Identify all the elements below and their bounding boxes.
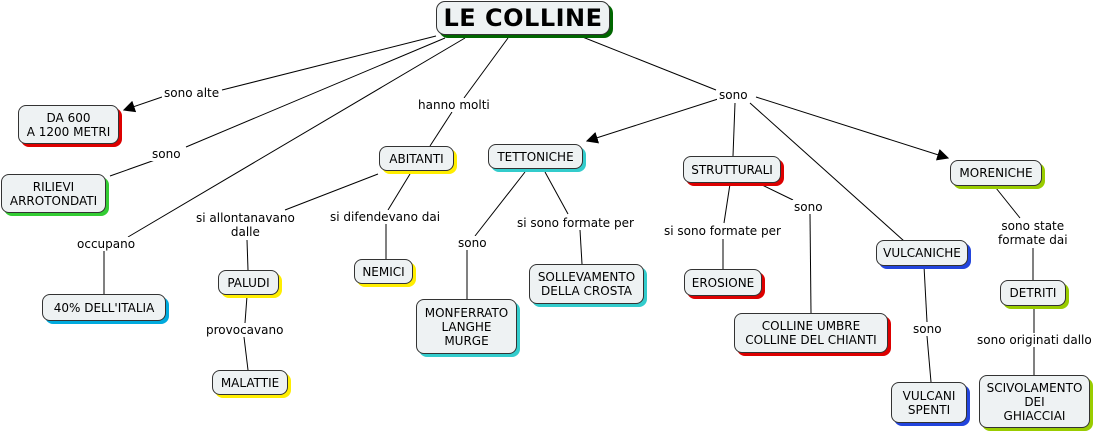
- line-provocavano-malattie: [243, 336, 249, 371]
- line-abitanti-difendevano: [387, 173, 411, 211]
- label-si-allontanavano: si allontanavano dalle: [194, 211, 297, 239]
- line-sonoalte-da600: [122, 96, 163, 113]
- label-sono-alte: sono alte: [162, 86, 222, 100]
- label-sono-1: sono: [150, 147, 183, 161]
- label-sono-strutturali: sono: [792, 200, 825, 214]
- node-sollevamento[interactable]: SOLLEVAMENTO DELLA CROSTA: [529, 264, 644, 304]
- label-hanno-molti: hanno molti: [416, 98, 492, 112]
- label-formate-per-2: si sono formate per: [662, 224, 783, 238]
- line-vulcaniche-sono: [923, 265, 928, 323]
- line-sono-spenti: [926, 335, 932, 383]
- node-malattie[interactable]: MALATTIE: [212, 370, 288, 395]
- label-state-formate: sono state formate dai: [996, 219, 1070, 247]
- line-root-hanno: [463, 37, 509, 99]
- label-sono-main: sono: [717, 88, 750, 102]
- node-strutturali[interactable]: STRUTTURALI: [683, 156, 781, 183]
- line-hanno-abitanti: [429, 111, 453, 147]
- node-da600[interactable]: DA 600 A 1200 METRI: [18, 105, 119, 144]
- label-occupano: occupano: [75, 237, 138, 251]
- line-sonomain-vulcaniche: [749, 102, 905, 242]
- node-le-colline[interactable]: LE COLLINE: [436, 1, 610, 35]
- line-sonomain-moreniche: [755, 96, 950, 161]
- node-paludi[interactable]: PALUDI: [218, 270, 279, 295]
- node-vulcaniche[interactable]: VULCANICHE: [876, 240, 968, 266]
- node-monferrato[interactable]: MONFERRATO LANGHE MURGE: [416, 299, 517, 354]
- line-formate-sollevamento: [579, 229, 583, 265]
- label-sono-tettoniche: sono: [456, 236, 489, 250]
- line-paludi-provocavano: [244, 295, 248, 324]
- line-root-sonoalte: [221, 35, 437, 91]
- line-root-sono1: [185, 37, 446, 148]
- line-strutturali-formate: [723, 183, 731, 224]
- label-sono-vulcaniche: sono: [911, 322, 944, 336]
- node-italia[interactable]: 40% DELL'ITALIA: [42, 294, 166, 321]
- label-originati: sono originati dallo: [975, 333, 1094, 347]
- line-abitanti-allontanavano: [284, 173, 379, 211]
- line-root-sonomain: [579, 35, 717, 91]
- line-strutturali-sono: [759, 183, 794, 201]
- node-nemici[interactable]: NEMICI: [354, 259, 413, 284]
- line-sono1-rilievi: [109, 159, 156, 177]
- line-tettoniche-sono: [474, 171, 526, 237]
- line-sono-umbre: [809, 213, 812, 314]
- line-sonomain-tettoniche: [585, 98, 719, 144]
- node-abitanti[interactable]: ABITANTI: [379, 146, 454, 171]
- node-tettoniche[interactable]: TETTONICHE: [488, 144, 583, 169]
- line-allontanavano-paludi: [246, 239, 249, 271]
- node-scivolamento[interactable]: SCIVOLAMENTO DEI GHIACCIAI: [979, 375, 1090, 428]
- line-root-occupano: [127, 37, 466, 238]
- line-sonomain-strutturali: [732, 102, 736, 157]
- node-detriti[interactable]: DETRITI: [1000, 280, 1066, 306]
- label-si-difendevano: si difendevano dai: [328, 210, 443, 224]
- node-moreniche[interactable]: MORENICHE: [950, 160, 1042, 186]
- node-erosione[interactable]: EROSIONE: [684, 269, 762, 296]
- line-tettoniche-formate: [544, 171, 569, 215]
- label-provocavano: provocavano: [204, 323, 286, 337]
- node-rilievi[interactable]: RILIEVI ARROTONDATI: [1, 174, 106, 213]
- label-formate-per-1: si sono formate per: [515, 216, 636, 230]
- line-moreniche-state: [995, 187, 1021, 219]
- node-colline-umbre[interactable]: COLLINE UMBRE COLLINE DEL CHIANTI: [734, 313, 888, 353]
- node-vulcani-spenti[interactable]: VULCANI SPENTI: [891, 382, 967, 423]
